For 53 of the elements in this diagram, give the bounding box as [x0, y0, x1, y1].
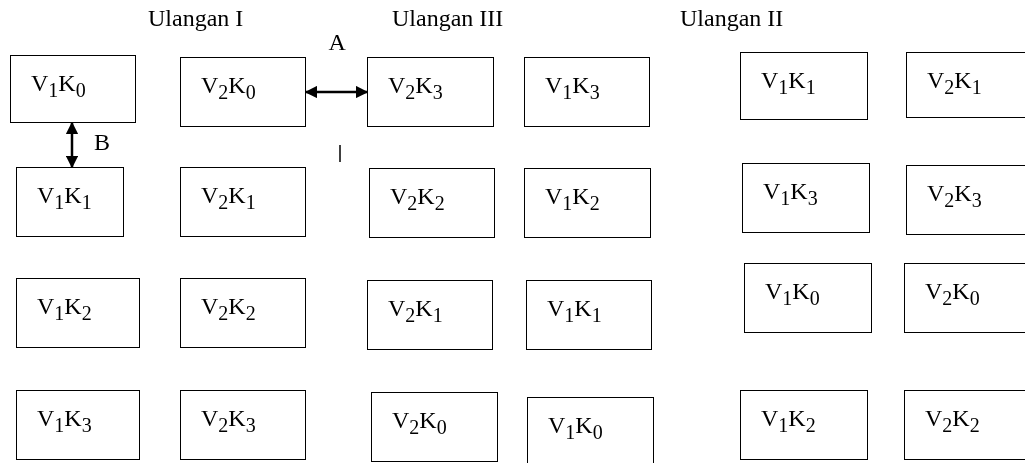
plot-box	[180, 278, 306, 348]
plot-box	[904, 390, 1025, 460]
plot-box	[180, 57, 306, 127]
plot-box	[16, 167, 124, 237]
plot-box	[180, 167, 306, 237]
plot-box	[16, 390, 140, 460]
plot-box	[369, 168, 495, 238]
plot-box	[906, 52, 1025, 118]
treatment-code: V$_{1}$K$_{2}$	[761, 405, 816, 437]
plot-box	[742, 163, 870, 233]
treatment-code: V$_{2}$K$_{0}$	[201, 72, 256, 104]
plot-box	[744, 263, 872, 333]
double-arrow	[304, 85, 369, 99]
plot-box	[904, 263, 1025, 333]
treatment-code: V$_{1}$K$_{2}$	[37, 293, 92, 325]
plot-box	[524, 168, 651, 238]
plot-box	[527, 397, 654, 463]
plot-box	[740, 52, 868, 120]
double-arrow	[65, 121, 79, 169]
treatment-code: V$_{2}$K$_{2}$	[201, 293, 256, 325]
plot-box	[10, 55, 136, 123]
treatment-code: V$_{1}$K$_{3}$	[37, 405, 92, 437]
treatment-code: V$_{2}$K$_{2}$	[925, 405, 980, 437]
treatment-code: V$_{2}$K$_{0}$	[925, 278, 980, 310]
treatment-code: V$_{1}$K$_{0}$	[31, 70, 86, 102]
treatment-code: V$_{1}$K$_{1}$	[37, 182, 92, 214]
treatment-code: V$_{2}$K$_{1}$	[927, 67, 982, 99]
treatment-code: V$_{1}$K$_{3}$	[763, 178, 818, 210]
treatment-code: V$_{1}$K$_{3}$	[545, 72, 600, 104]
plot-box	[367, 57, 494, 127]
plot-box	[906, 165, 1025, 235]
plot-box	[526, 280, 652, 350]
treatment-code: V$_{2}$K$_{3}$	[927, 180, 982, 212]
group-heading: Ulangan II	[680, 5, 784, 32]
plot-box	[16, 278, 140, 348]
plot-box	[524, 57, 650, 127]
treatment-code: V$_{1}$K$_{1}$	[547, 295, 602, 327]
treatment-code: V$_{1}$K$_{1}$	[761, 67, 816, 99]
treatment-code: V$_{1}$K$_{2}$	[545, 183, 600, 215]
treatment-code: V$_{2}$K$_{1}$	[388, 295, 443, 327]
plot-box	[180, 390, 306, 460]
plot-box	[367, 280, 493, 350]
treatment-code: V$_{2}$K$_{3}$	[388, 72, 443, 104]
plot-box	[371, 392, 498, 462]
group-heading: Ulangan III	[392, 5, 504, 32]
treatment-code: V$_{1}$K$_{0}$	[548, 412, 603, 444]
group-heading: Ulangan I	[148, 5, 244, 32]
treatment-code: V$_{2}$K$_{1}$	[201, 182, 256, 214]
plot-box	[740, 390, 868, 460]
treatment-code: V$_{2}$K$_{2}$	[390, 183, 445, 215]
treatment-code: V$_{2}$K$_{0}$	[392, 407, 447, 439]
treatment-code: V$_{2}$K$_{3}$	[201, 405, 256, 437]
treatment-code: V$_{1}$K$_{0}$	[765, 278, 820, 310]
